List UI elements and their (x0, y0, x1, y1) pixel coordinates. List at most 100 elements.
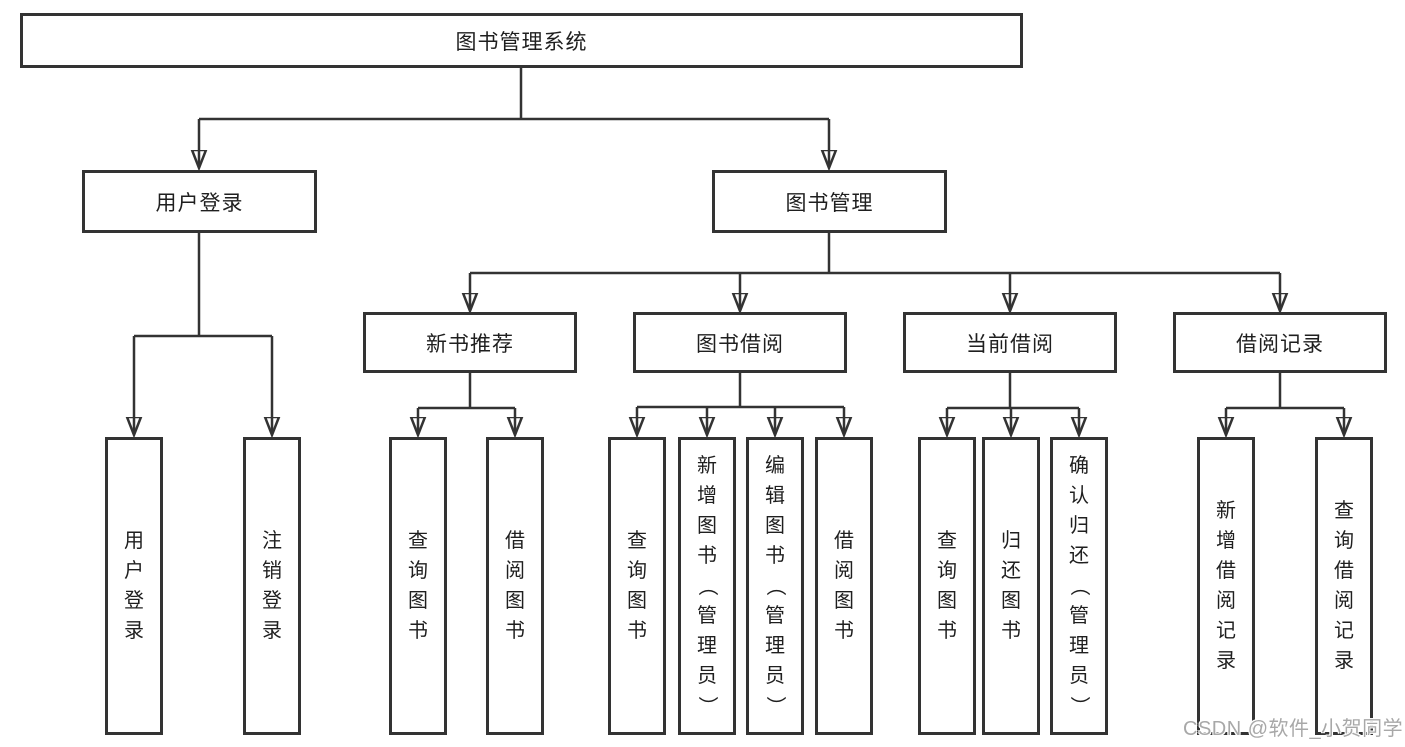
vertical-char: 增 (1216, 530, 1236, 552)
leaf-nb-borrow-book: 借阅图书 (486, 437, 544, 735)
vertical-char: 员 (765, 665, 785, 687)
vertical-char: 注 (262, 530, 282, 552)
connector-book-management-split (470, 233, 1280, 275)
connector-user-login-split (134, 233, 272, 338)
vertical-char: 查 (408, 530, 428, 552)
vertical-char: 理 (765, 635, 785, 657)
vertical-char: 辑 (765, 485, 785, 507)
vertical-char: 记 (1334, 620, 1354, 642)
vertical-char: 图 (697, 515, 717, 537)
vertical-char: 阅 (1334, 590, 1354, 612)
vertical-char: ） (764, 696, 786, 716)
vertical-char: 录 (1334, 650, 1354, 672)
vertical-char: 阅 (505, 560, 525, 582)
vertical-char: 户 (124, 560, 144, 582)
vertical-char: 借 (1334, 560, 1354, 582)
vertical-char: 图 (627, 590, 647, 612)
vertical-char: （ (764, 576, 786, 596)
vertical-char: （ (696, 576, 718, 596)
connector-current-borrow-split (947, 373, 1079, 410)
vertical-char: 查 (937, 530, 957, 552)
leaf-ul-logout: 注销登录 (243, 437, 301, 735)
vertical-char: 图 (834, 590, 854, 612)
vertical-char: 书 (834, 620, 854, 642)
vertical-char: 管 (765, 605, 785, 627)
vertical-char: 书 (697, 545, 717, 567)
vertical-char: 管 (697, 605, 717, 627)
connector-book-borrow-split (637, 373, 844, 409)
vertical-char: 理 (697, 635, 717, 657)
vertical-char: 登 (124, 590, 144, 612)
leaf-nb-query-book: 查询图书 (389, 437, 447, 735)
node-book-management: 图书管理 (712, 170, 947, 233)
vertical-char: ） (696, 696, 718, 716)
vertical-char: 书 (505, 620, 525, 642)
connector-new-book-split (418, 373, 515, 410)
leaf-bb-edit-book-admin: 编辑图书 （ 管理员 ） (746, 437, 804, 735)
leaf-ul-user-login: 用户登录 (105, 437, 163, 735)
vertical-char: 还 (1069, 545, 1089, 567)
vertical-char: 新 (697, 455, 717, 477)
node-new-book-recommend: 新书推荐 (363, 312, 577, 373)
vertical-char: 图 (505, 590, 525, 612)
vertical-char: 录 (262, 620, 282, 642)
vertical-char: 图 (937, 590, 957, 612)
vertical-char: 认 (1069, 485, 1089, 507)
vertical-char: 书 (408, 620, 428, 642)
connector-root-split (199, 68, 829, 121)
vertical-char: 询 (627, 560, 647, 582)
vertical-char: 阅 (834, 560, 854, 582)
leaf-cb-query-book: 查询图书 (918, 437, 976, 735)
leaf-cb-return-book: 归还图书 (982, 437, 1040, 735)
vertical-char: 询 (408, 560, 428, 582)
leaf-bb-borrow-book: 借阅图书 (815, 437, 873, 735)
vertical-char: 查 (627, 530, 647, 552)
vertical-char: 销 (262, 560, 282, 582)
node-book-borrowing: 图书借阅 (633, 312, 847, 373)
vertical-char: 员 (1069, 665, 1089, 687)
connector-borrow-records-split (1226, 373, 1344, 410)
leaf-bb-add-book-admin: 新增图书 （ 管理员 ） (678, 437, 736, 735)
node-root: 图书管理系统 (20, 13, 1023, 68)
vertical-char: 员 (697, 665, 717, 687)
leaf-br-query-record: 查询借阅记录 (1315, 437, 1373, 735)
vertical-char: 录 (1216, 650, 1236, 672)
vertical-char: 查 (1334, 500, 1354, 522)
vertical-char: 借 (505, 530, 525, 552)
vertical-char: 增 (697, 485, 717, 507)
vertical-char: 图 (765, 515, 785, 537)
leaf-bb-query-book: 查询图书 (608, 437, 666, 735)
vertical-char: ） (1068, 696, 1090, 716)
csdn-watermark: CSDN @软件_小贺同学 (1183, 718, 1404, 740)
vertical-char: 书 (765, 545, 785, 567)
vertical-char: 书 (1001, 620, 1021, 642)
vertical-char: 归 (1069, 515, 1089, 537)
vertical-char: 询 (937, 560, 957, 582)
node-user-login: 用户登录 (82, 170, 317, 233)
vertical-char: 图 (408, 590, 428, 612)
vertical-char: 还 (1001, 560, 1021, 582)
vertical-char: 新 (1216, 500, 1236, 522)
vertical-char: 归 (1001, 530, 1021, 552)
vertical-char: 理 (1069, 635, 1089, 657)
vertical-char: 用 (124, 530, 144, 552)
vertical-char: 书 (937, 620, 957, 642)
vertical-char: 询 (1334, 530, 1354, 552)
vertical-char: 确 (1069, 455, 1089, 477)
leaf-cb-confirm-return-admin: 确认归还 （ 管理员 ） (1050, 437, 1108, 735)
leaf-br-add-record: 新增借阅记录 (1197, 437, 1255, 735)
vertical-char: （ (1068, 576, 1090, 596)
vertical-char: 管 (1069, 605, 1089, 627)
node-current-borrowing: 当前借阅 (903, 312, 1117, 373)
vertical-char: 编 (765, 455, 785, 477)
vertical-char: 登 (262, 590, 282, 612)
vertical-char: 阅 (1216, 590, 1236, 612)
vertical-char: 图 (1001, 590, 1021, 612)
vertical-char: 录 (124, 620, 144, 642)
node-borrow-records: 借阅记录 (1173, 312, 1387, 373)
vertical-char: 记 (1216, 620, 1236, 642)
vertical-char: 借 (1216, 560, 1236, 582)
vertical-char: 书 (627, 620, 647, 642)
